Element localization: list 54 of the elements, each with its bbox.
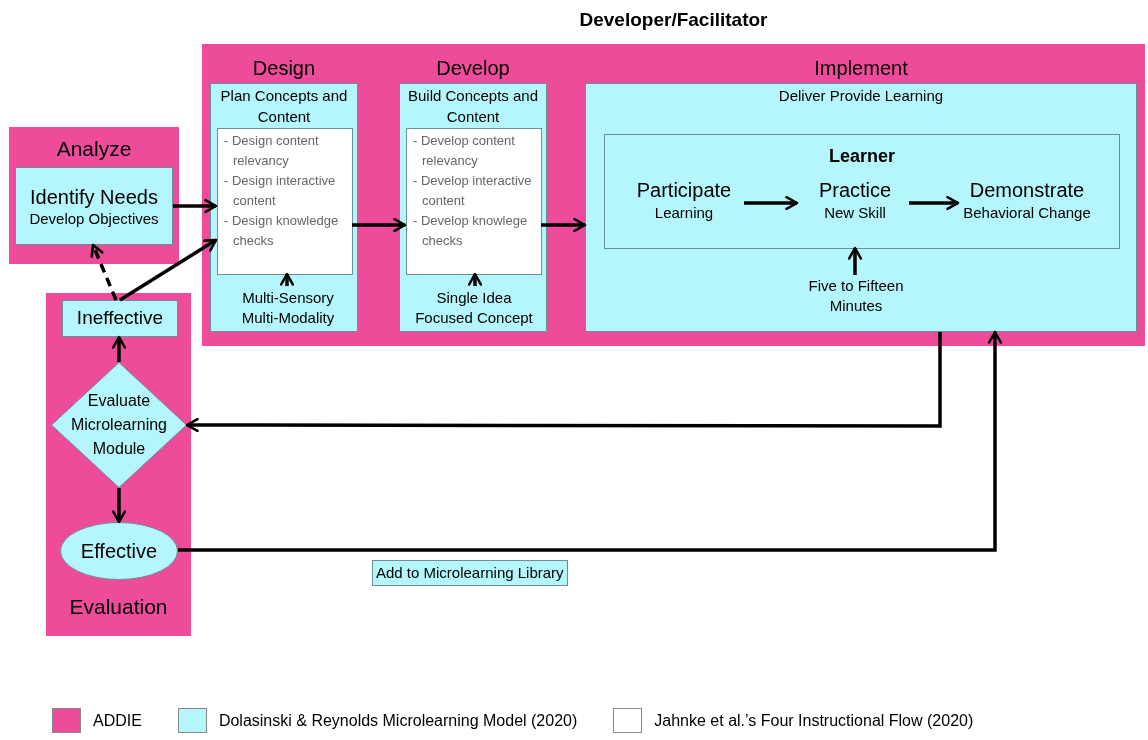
stage-title: Demonstrate [969,178,1085,203]
process-box [15,167,173,245]
list-item: - Design content relevancy [224,132,320,170]
arrow [111,488,127,524]
legend-text: Dolasinski & Reynolds Microlearning Model (2020) [218,710,578,731]
arrow [178,330,1003,552]
box-title: Learner [827,145,896,168]
arrow [847,246,863,275]
learner-box [604,134,1120,249]
box-title: Deliver Provide Learning [777,86,945,106]
note-text: Multi-Sensory Multi-Modality [223,287,353,329]
legend-text: ADDIE [93,710,142,731]
list-item: - Develop content relevancy [413,132,516,170]
activity-list-box [217,128,353,275]
box-title: Plan Concepts and Content [219,86,349,127]
outcome-text: Effective [80,539,158,564]
list-item: - Develop knowlege checks [413,212,529,250]
arrow [119,238,218,302]
edge-label: Add to Microlearning Library [372,560,568,586]
arrow [352,217,407,233]
arrow [909,195,960,211]
activity-list-box [406,128,542,275]
stage-title: Participate [636,178,732,203]
box-subtitle: Develop Objectives [29,208,159,228]
list-item: - Design knowledge checks [224,212,340,250]
outcome-box: Ineffective [62,300,178,337]
list-item: - Design interactive content [224,172,337,210]
phase-heading: Analyze [55,136,133,162]
phase-heading: Evaluation [68,593,169,620]
list-item: - Develop interactive content [413,172,533,210]
decision-text: Evaluate Microlearning Module [69,391,168,459]
phase-heading: Develop [435,56,511,81]
arrow [185,332,942,433]
arrow [467,272,483,286]
phase-panel [46,293,191,636]
phase-heading: Design [251,56,317,81]
phase-panel [9,127,179,264]
phase-heading: Developer/Facilitator [578,8,769,32]
note-text: Single Idea Focused Concept [409,287,539,329]
stage-subtitle: New Skill [824,203,886,223]
stage-subtitle: Behavioral Change [963,203,1091,223]
arrow [744,195,799,211]
stage-title: Practice [818,178,892,203]
box-title: Build Concepts and Content [406,86,540,127]
arrow [279,272,295,286]
arrow [90,243,118,301]
arrow [541,217,587,233]
legend-text: Jahnke et al.’s Four Instructional Flow (2020) [654,710,974,731]
arrow [173,198,218,214]
phase-heading: Implement [813,56,909,81]
box-title: Identify Needs [30,184,158,209]
arrow [111,335,127,362]
stage-subtitle: Learning [654,203,714,223]
note-text: Five to Fifteen Minutes [796,276,916,316]
